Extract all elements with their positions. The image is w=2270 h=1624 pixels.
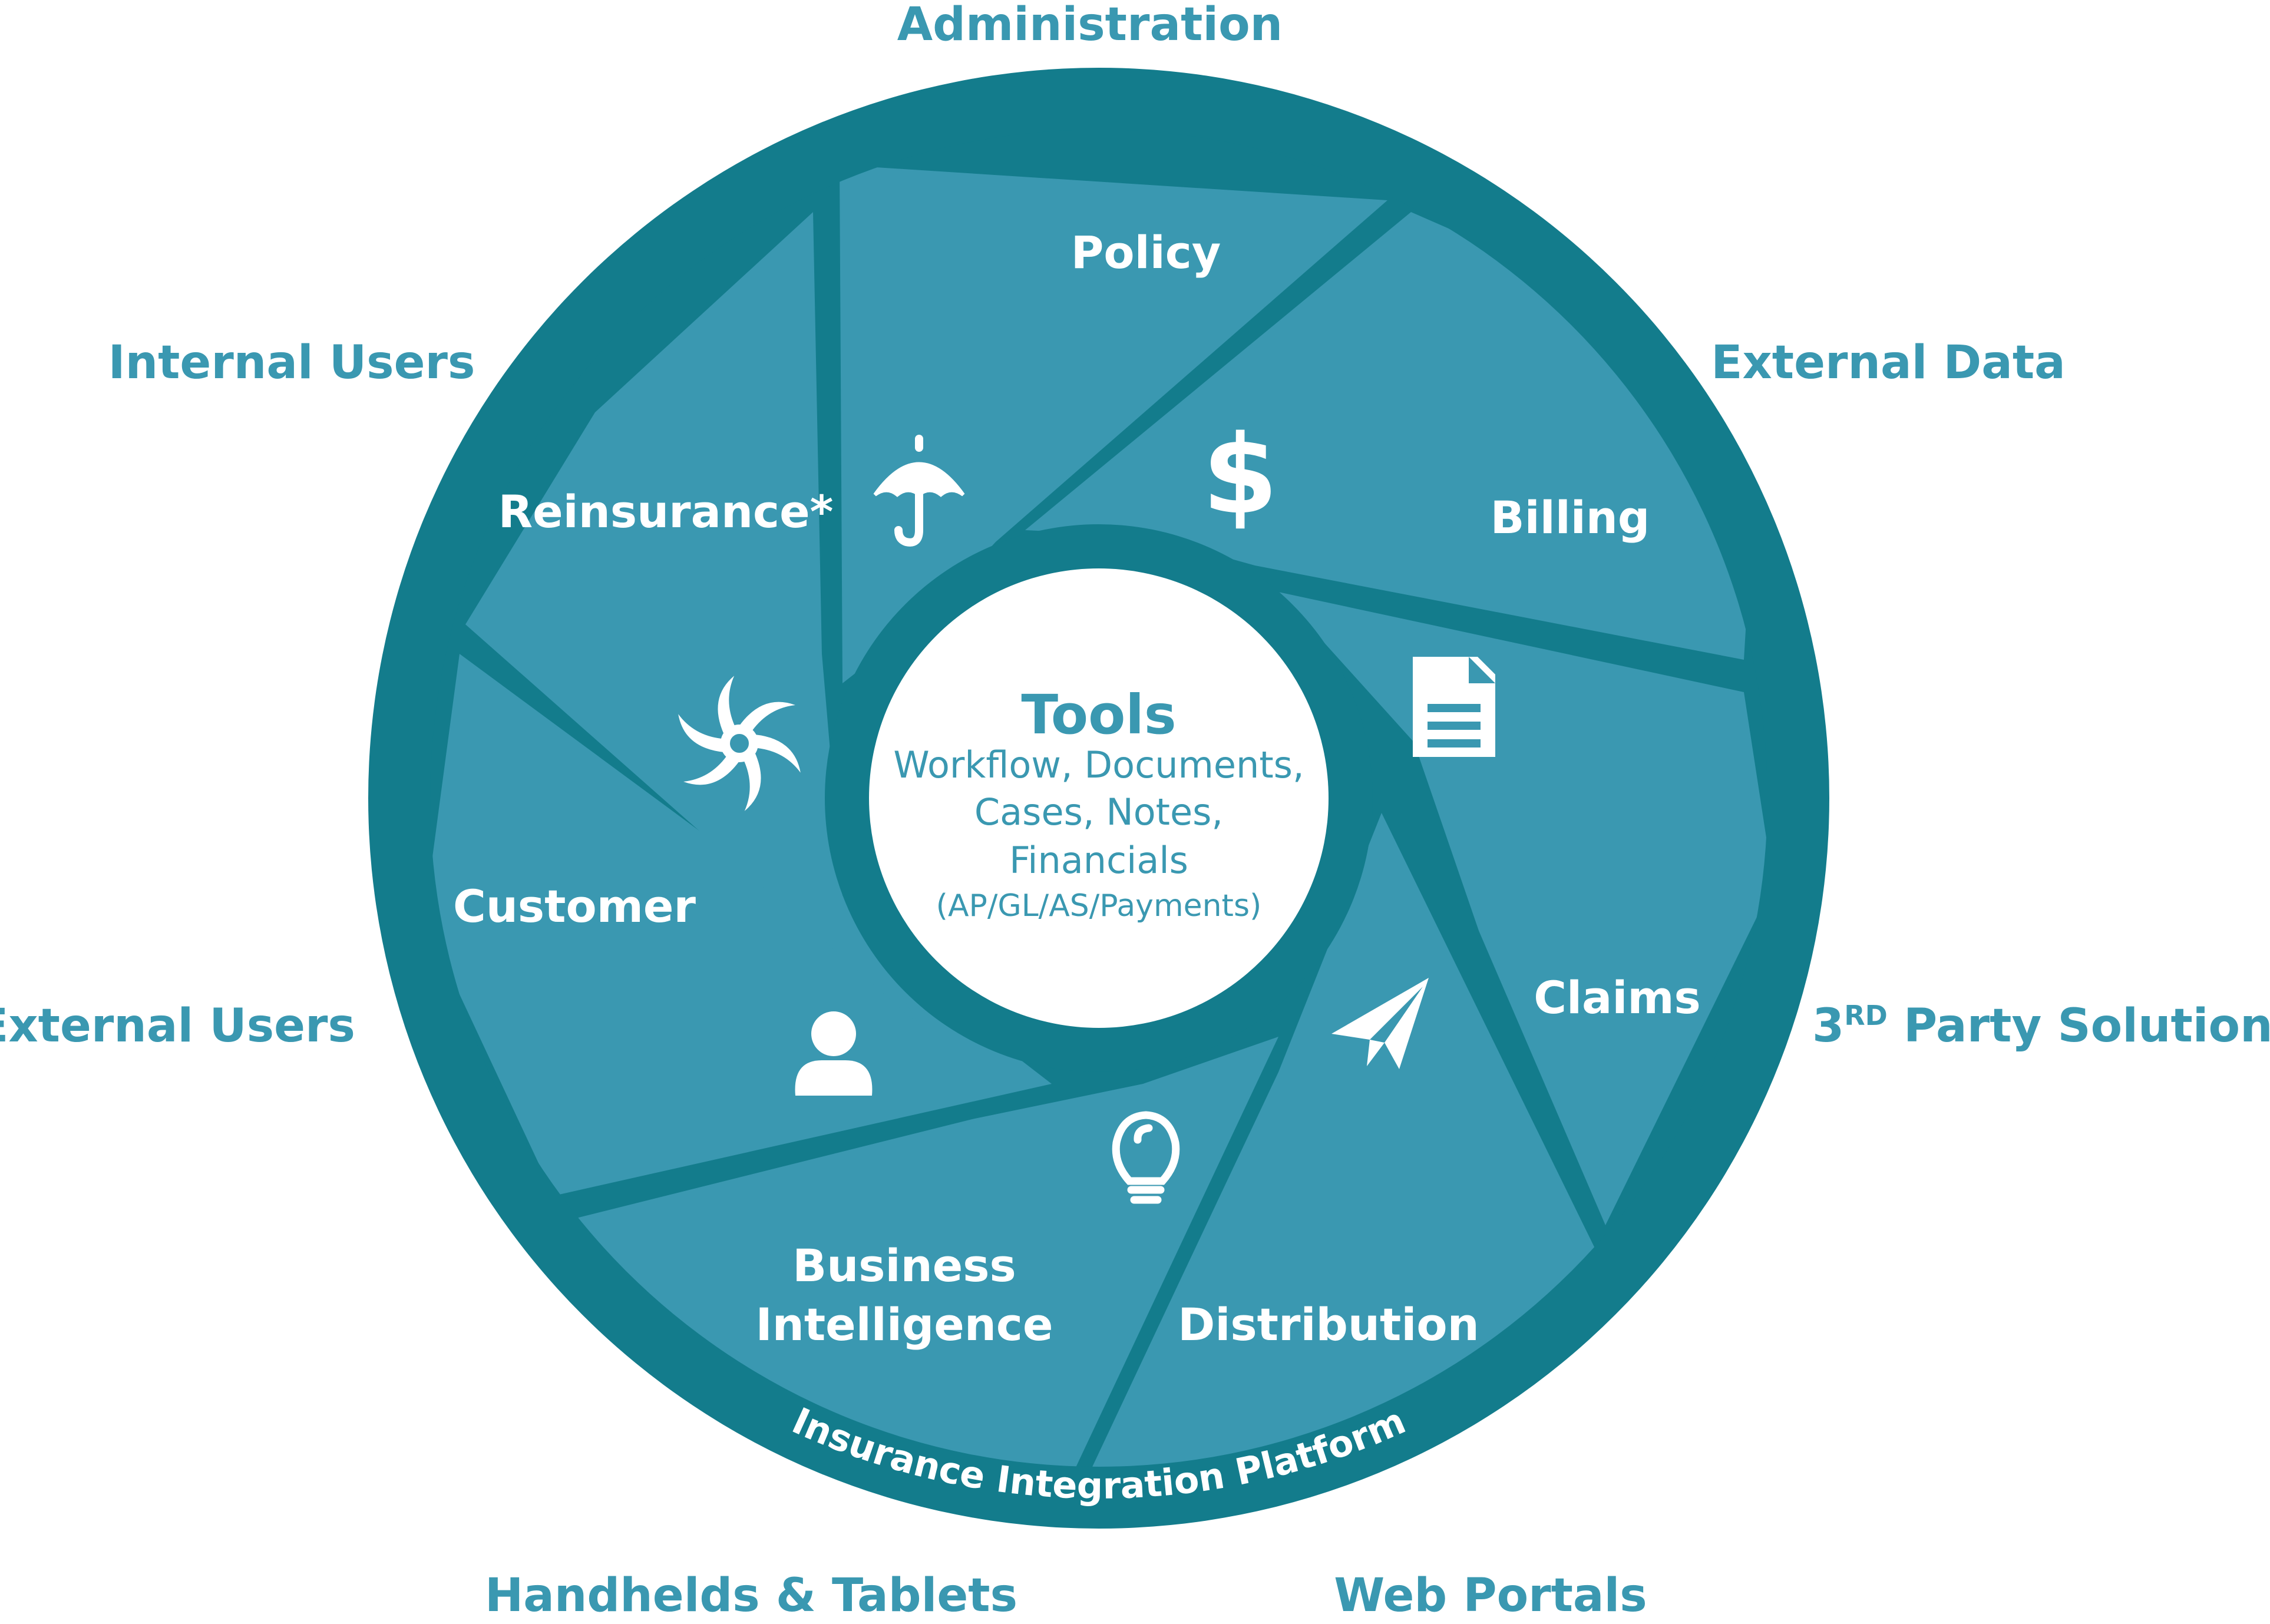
outer-label-internal-users: Internal Users [108, 336, 475, 389]
outer-label-external-users: External Users [0, 1000, 355, 1053]
hurricane-icon [675, 674, 804, 813]
segment-customer[interactable] [424, 654, 1052, 1196]
segment-label-distribution: Distribution [1178, 1298, 1479, 1351]
tools-line-3: Financials [1009, 839, 1188, 882]
umbrella-icon [873, 435, 965, 547]
tools-line-1: Workflow, Documents, [893, 743, 1304, 786]
segment-label-intelligence: Intelligence [755, 1298, 1053, 1351]
segment-label-reinsurance: Reinsurance* [498, 485, 834, 538]
segment-claims[interactable] [1278, 592, 1773, 1225]
segment-reinsurance[interactable] [465, 212, 919, 1025]
outer-label-handhelds-tablets: Handhelds & Tablets [485, 1569, 1017, 1622]
paper-plane-icon [1331, 978, 1429, 1069]
segment-label-billing: Billing [1491, 491, 1650, 544]
segment-label-claims: Claims [1534, 971, 1701, 1024]
segment-label-business: Business [792, 1239, 1016, 1292]
dollar-icon: $ [1202, 411, 1278, 538]
third-party-rest: Party Solutions [1888, 1000, 2270, 1053]
outer-label-administration: Administration [897, 0, 1283, 51]
lightbulb-icon [1112, 1111, 1180, 1204]
document-icon [1413, 657, 1495, 757]
segment-label-policy: Policy [1071, 226, 1221, 279]
segment-distribution[interactable] [1084, 813, 1597, 1484]
user-icon [795, 1011, 873, 1096]
third-party-number: 3 [1812, 1000, 1844, 1053]
tools-center[interactable] [869, 568, 1329, 1028]
segment-label-customer: Customer [453, 880, 696, 932]
outer-label-third-party: 3RD Party Solutions [1812, 1000, 2270, 1053]
third-party-superscript: RD [1844, 1000, 1888, 1031]
tools-line-2: Cases, Notes, [974, 790, 1223, 834]
outer-label-external-data: External Data [1711, 336, 2066, 389]
outer-label-web-portals: Web Portals [1334, 1569, 1647, 1622]
tools-line-4: (AP/GL/AS/Payments) [936, 888, 1262, 924]
tools-title: Tools [1021, 683, 1176, 746]
